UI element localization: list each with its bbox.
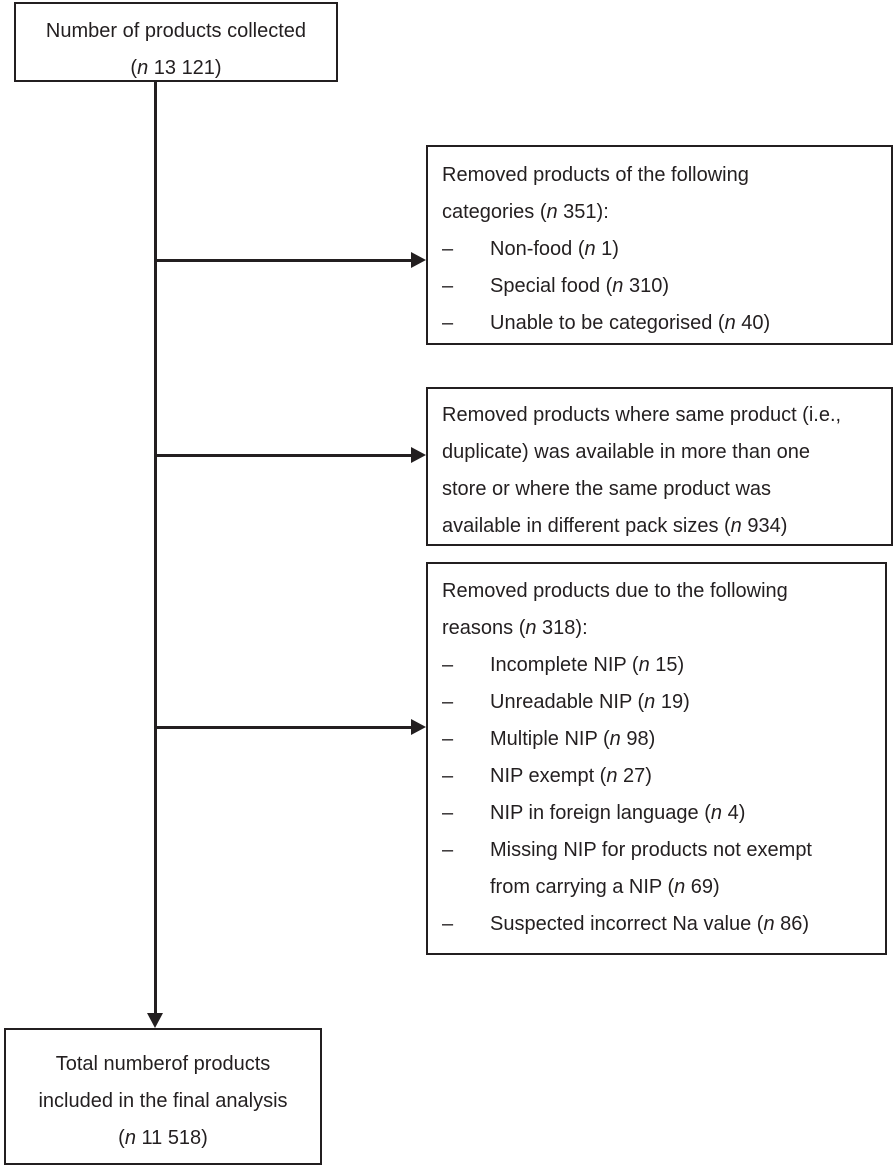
list-item-continuation: from carrying a NIP (n 69) [490, 876, 720, 898]
node-final-analysis-line1: Total numberof products [55, 1053, 271, 1075]
connector-main-spine [154, 82, 157, 1022]
list-dash: – [442, 802, 454, 824]
list-dash: – [442, 275, 454, 297]
node-products-collected-line1: Number of products collected [45, 20, 307, 42]
list-item: –Unreadable NIP (n 19) [442, 684, 885, 721]
node-final-analysis-count: (n 11 518) [118, 1127, 208, 1149]
list-item: –Incomplete NIP (n 15) [442, 647, 885, 684]
list-item: –Multiple NIP (n 98) [442, 721, 885, 758]
list-item: –NIP in foreign language (n 4) [442, 795, 885, 832]
list-dash: – [442, 691, 454, 713]
node-products-collected: Number of products collected (n 13 121) [14, 2, 338, 82]
removed-duplicates-line1: Removed products where same product (i.e… [442, 404, 842, 426]
list-dash: – [442, 654, 454, 676]
node-final-analysis-line2: included in the final analysis [38, 1090, 288, 1112]
arrowhead-final [147, 1013, 163, 1028]
list-dash: – [442, 312, 454, 334]
list-item: –Missing NIP for products not exempt [442, 832, 885, 869]
arrowhead-branch-3 [411, 719, 426, 735]
removed-categories-heading-line1: Removed products of the following [442, 164, 749, 186]
removed-categories-heading-line2: categories (n 351): [442, 201, 609, 223]
node-removed-categories: Removed products of the following catego… [426, 145, 893, 345]
list-dash: – [442, 728, 454, 750]
list-dash: – [442, 238, 454, 260]
list-item: –Suspected incorrect Na value (n 86) [442, 906, 885, 943]
arrowhead-branch-1 [411, 252, 426, 268]
list-item: –Unable to be categorised (n 40) [442, 305, 891, 342]
removed-nip-heading-line2: reasons (n 318): [442, 617, 588, 639]
connector-branch-2 [154, 454, 412, 457]
list-dash: – [442, 913, 454, 935]
list-item: –NIP exempt (n 27) [442, 758, 885, 795]
node-removed-duplicates: Removed products where same product (i.e… [426, 387, 893, 546]
connector-branch-1 [154, 259, 412, 262]
connector-branch-3 [154, 726, 412, 729]
node-final-analysis: Total numberof products included in the … [4, 1028, 322, 1165]
list-dash: – [442, 765, 454, 787]
list-item: –Special food (n 310) [442, 268, 891, 305]
node-removed-nip-reasons: Removed products due to the following re… [426, 562, 887, 955]
removed-duplicates-line4: available in different pack sizes (n 934… [442, 515, 788, 537]
list-dash: – [442, 839, 454, 861]
removed-nip-heading-line1: Removed products due to the following [442, 580, 788, 602]
node-products-collected-count: (n 13 121) [130, 57, 222, 79]
arrowhead-branch-2 [411, 447, 426, 463]
list-item: –Non-food (n 1) [442, 231, 891, 268]
removed-duplicates-line2: duplicate) was available in more than on… [442, 441, 810, 463]
removed-duplicates-line3: store or where the same product was [442, 478, 772, 500]
